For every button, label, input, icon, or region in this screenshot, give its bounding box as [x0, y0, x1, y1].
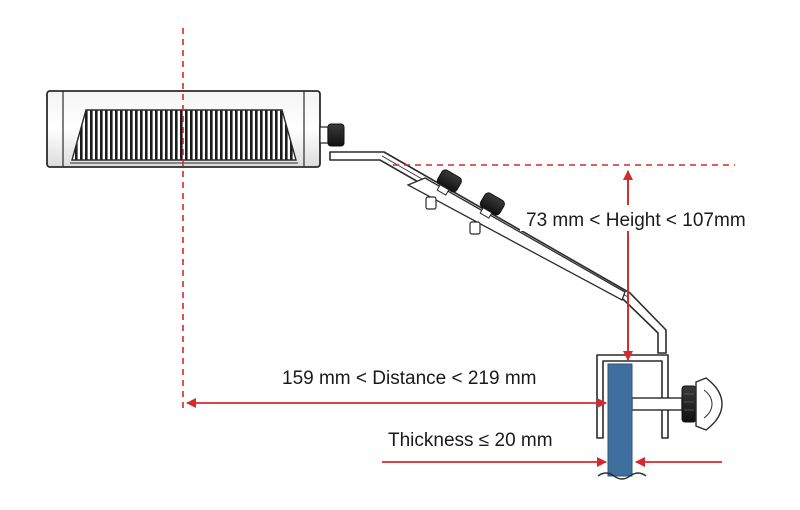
arm-lock-knob-icon: [436, 169, 462, 196]
lamp-tilt-knob-icon: [319, 123, 345, 147]
lamp-heatsink-fins: [71, 109, 297, 161]
mounting-arm: [329, 151, 667, 354]
arm-bolt-icon: [425, 196, 481, 235]
height-label: 73 mm < Height < 107mm: [526, 210, 746, 231]
arm-lock-knob-icon: [479, 192, 505, 219]
clamp-thumb-screw-icon: [681, 377, 723, 431]
thickness-label: Thickness ≤ 20 mm: [388, 430, 553, 451]
glass-break-line: [597, 472, 647, 480]
tank-glass-wall: [607, 363, 633, 477]
distance-label: 159 mm < Distance < 219 mm: [282, 368, 537, 389]
